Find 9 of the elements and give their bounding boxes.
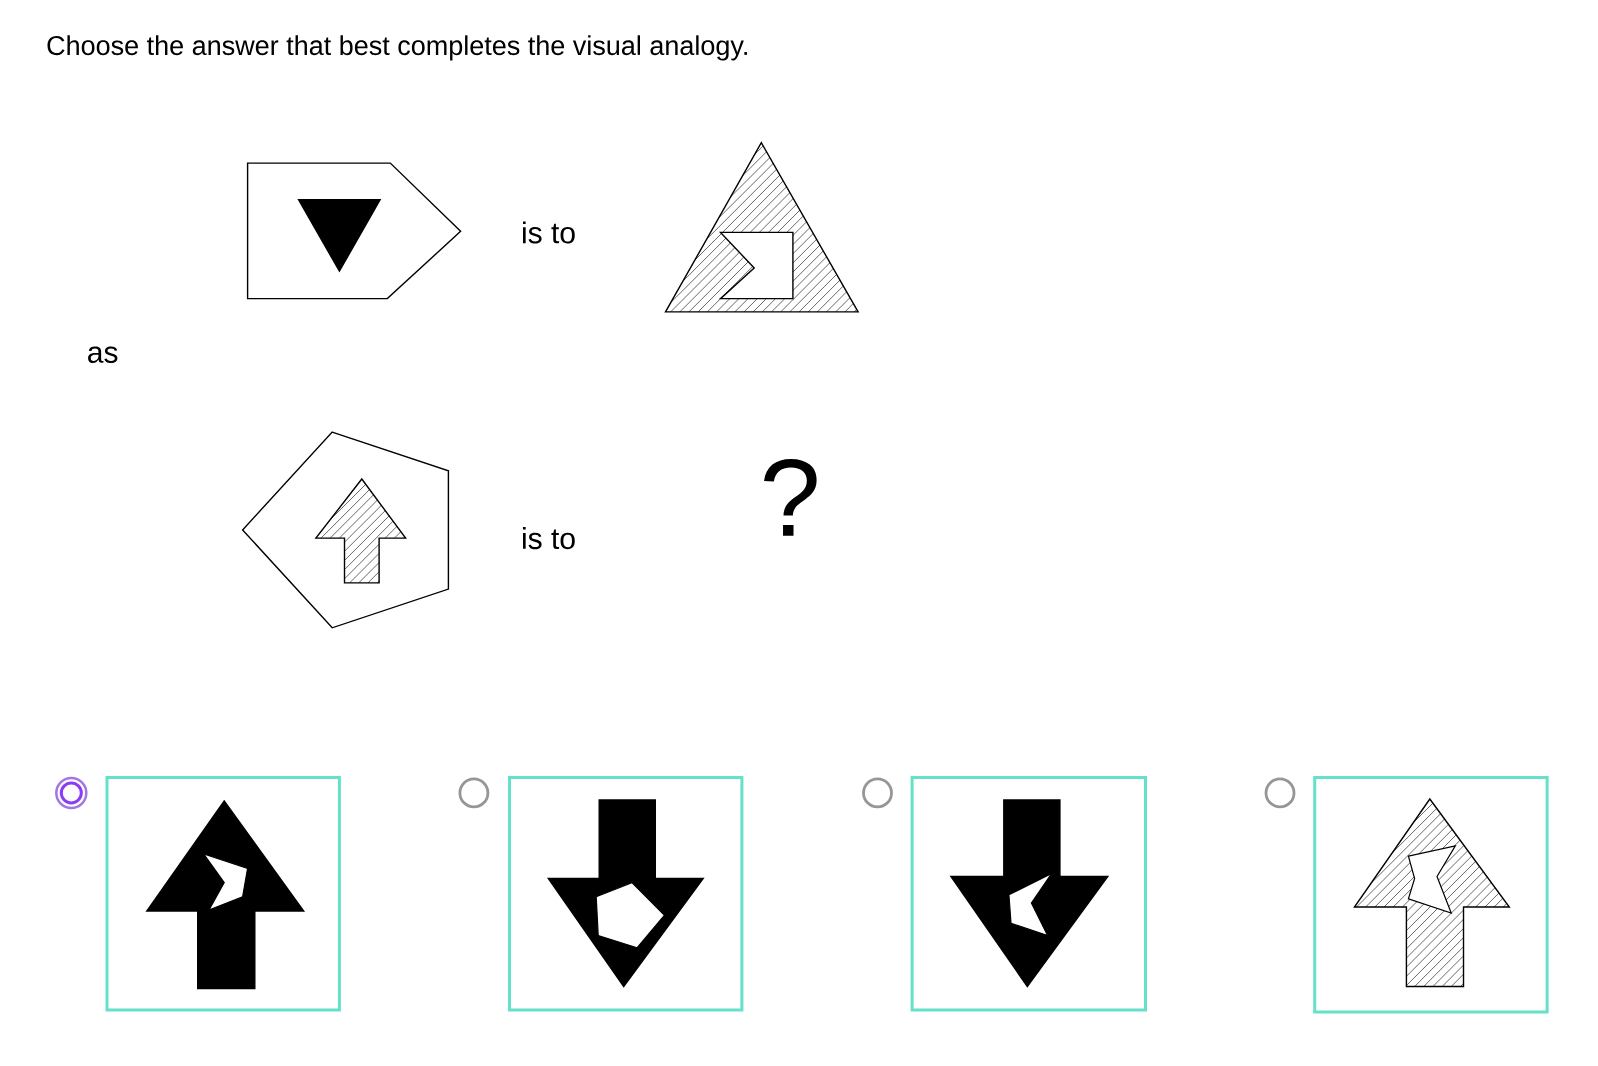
answer-box bbox=[1313, 776, 1549, 1014]
connector-text: is to bbox=[523, 221, 575, 244]
question-text: Choose the answer that best completes the visual analogy. bbox=[47, 35, 747, 61]
answer-box bbox=[910, 776, 1147, 1012]
answer-box bbox=[508, 776, 744, 1012]
question-mark: ? bbox=[764, 458, 817, 536]
connector-text: is to bbox=[523, 527, 575, 550]
answer-box bbox=[105, 776, 341, 1012]
connector-text: as bbox=[88, 346, 118, 363]
